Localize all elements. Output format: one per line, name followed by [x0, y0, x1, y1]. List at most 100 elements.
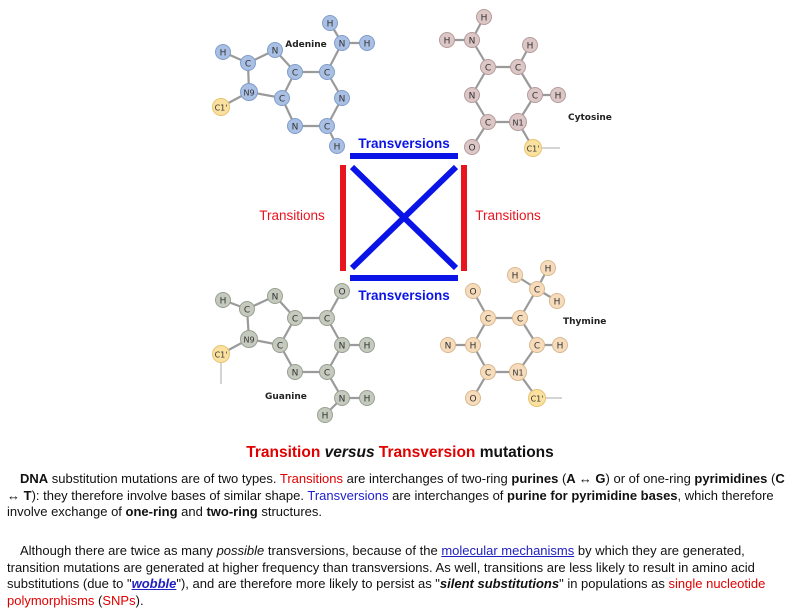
atom-label: H: [322, 411, 329, 421]
atom-label: C: [292, 314, 298, 324]
atom-h: [507, 267, 523, 283]
atom-label: C: [324, 314, 330, 324]
atom-h: [215, 44, 231, 60]
atom-label: C: [279, 94, 285, 104]
text: are interchanges of two-ring: [343, 471, 512, 486]
atom-label: N: [445, 341, 452, 351]
atom-label: O: [338, 287, 345, 297]
atom-n: [334, 390, 350, 406]
atom-label: C: [485, 368, 491, 378]
atom-label: C: [324, 122, 330, 132]
atom-label: N: [469, 91, 476, 101]
atom-label: C: [244, 305, 250, 315]
text: purine for pyrimidine bases: [507, 487, 678, 503]
atom-c: [319, 64, 335, 80]
molecule-name-label: Cytosine: [568, 113, 612, 123]
atom-label: N9: [243, 88, 254, 97]
text: A ↔ G: [566, 471, 606, 486]
atom-n: [334, 90, 350, 106]
atom-c: [287, 310, 303, 326]
atom-c1-prime: [212, 98, 230, 116]
atom-c1-prime: [212, 345, 230, 363]
atom-label: H: [554, 297, 561, 307]
atom-label: C1': [215, 103, 228, 112]
text: two-ring: [206, 504, 258, 519]
atom-o: [465, 283, 481, 299]
atom-c: [527, 87, 543, 103]
atom-label: H: [364, 39, 371, 49]
text: C ↔ T: [7, 471, 785, 503]
atom-label: C1': [527, 144, 540, 153]
atom-n: [334, 35, 350, 51]
atom-label: H: [327, 19, 334, 29]
atom-n1: [509, 363, 527, 381]
molecule-name-label: Thymine: [563, 317, 606, 327]
atom-label: H: [444, 36, 451, 46]
transversion-diagonal-2: [349, 164, 459, 271]
atom-n9: [240, 83, 258, 101]
molecule-name-label: Adenine: [285, 40, 327, 50]
text: "), and are therefore more likely to per…: [176, 576, 440, 591]
text: and: [177, 504, 207, 519]
atom-label: C: [245, 59, 251, 69]
atom-label: N: [272, 292, 279, 302]
atom-n: [440, 337, 456, 353]
atom-c1-prime: [524, 139, 542, 157]
atom-c: [529, 337, 545, 353]
atom-h: [359, 337, 375, 353]
atom-c: [480, 310, 496, 326]
atom-label: C: [277, 341, 283, 351]
atom-label: H: [481, 13, 488, 23]
atom-label: C: [534, 285, 540, 295]
text: ).: [135, 592, 144, 608]
atom-c: [480, 364, 496, 380]
atom-c: [319, 310, 335, 326]
atom-n: [334, 337, 350, 353]
atom-n: [464, 87, 480, 103]
atom-label: H: [512, 271, 519, 281]
paragraph-frequency: Although there are twice as many possibl…: [7, 543, 795, 609]
atom-h: [540, 260, 556, 276]
atom-label: N1: [512, 368, 523, 377]
atom-n1: [509, 113, 527, 131]
atom-label: N: [339, 39, 346, 49]
text: are interchanges of: [388, 487, 508, 503]
atom-label: H: [364, 394, 371, 404]
atom-o: [464, 139, 480, 155]
atom-label: C: [485, 118, 491, 128]
wobble-link[interactable]: wobble: [131, 576, 177, 591]
atom-h: [522, 37, 538, 53]
text: Transversions: [307, 487, 389, 503]
text: possible: [216, 543, 265, 558]
molecular-mechanisms-link[interactable]: molecular mechanisms: [441, 543, 575, 558]
atom-n: [267, 42, 283, 58]
title-versus: versus: [324, 444, 375, 461]
atom-label: C: [324, 368, 330, 378]
text: (: [94, 592, 103, 608]
text: , which therefore involve exchange of: [7, 487, 774, 520]
atom-label: N: [469, 36, 476, 46]
text: by which they are generated, transition …: [7, 543, 755, 591]
atom-c1-prime: [528, 389, 546, 407]
text: (: [558, 471, 567, 486]
atom-label: C: [534, 341, 540, 351]
atom-h: [549, 293, 565, 309]
atom-n: [464, 32, 480, 48]
atom-n: [287, 118, 303, 134]
atom-label: N: [339, 394, 346, 404]
text: DNA: [20, 471, 49, 486]
atom-o: [334, 283, 350, 299]
atom-c: [239, 301, 255, 317]
atom-c: [512, 310, 528, 326]
text: Transitions: [279, 471, 343, 486]
atom-h: [476, 9, 492, 25]
text: (: [767, 471, 776, 486]
text: ) or of one-ring: [605, 471, 695, 486]
atom-h: [439, 32, 455, 48]
atom-c: [274, 90, 290, 106]
atom-c: [480, 59, 496, 75]
atom-c: [480, 114, 496, 130]
atom-label: N1: [512, 118, 523, 127]
